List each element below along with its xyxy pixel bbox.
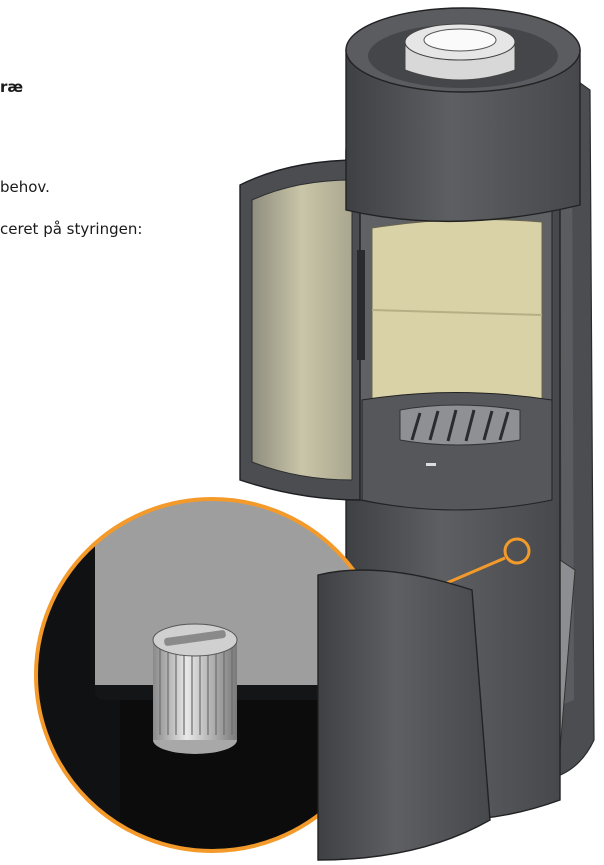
instruction-line-1-fragment: behov. <box>0 178 50 196</box>
instruction-heading-fragment: ræ <box>0 78 24 96</box>
glass-door <box>239 159 365 501</box>
knob-icon <box>153 640 237 740</box>
stove-side-panel <box>317 569 491 861</box>
instruction-line-2-fragment: ceret på styringen: <box>0 220 143 238</box>
firebox <box>359 200 553 511</box>
callout-circle-icon <box>503 537 531 565</box>
stove-top <box>345 7 581 223</box>
